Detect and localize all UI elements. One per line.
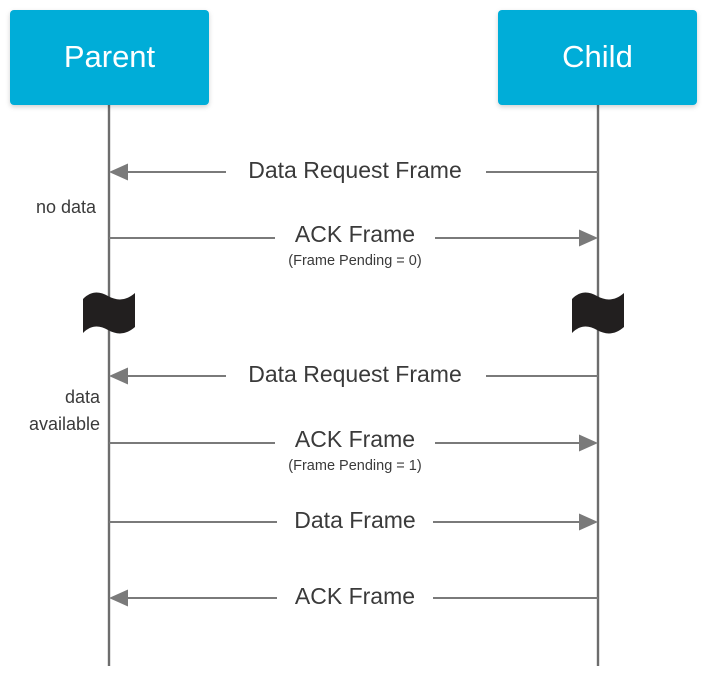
message-ack-frame-final[interactable]: ACK Frame [109, 583, 598, 609]
arrowhead-right-icon [579, 513, 598, 531]
note-data-available-line-1: data [65, 387, 101, 407]
break-symbol-child [572, 292, 624, 334]
note-no-data-line-1: no data [36, 197, 97, 217]
message-label: Data Frame [294, 507, 415, 533]
message-label: Data Request Frame [248, 361, 461, 387]
note-no-data: no data [36, 197, 97, 217]
message-label: ACK Frame [295, 426, 415, 452]
message-sublabel: (Frame Pending = 0) [288, 253, 421, 269]
arrowhead-left-icon [109, 589, 128, 607]
message-label: ACK Frame [295, 583, 415, 609]
actor-parent-box[interactable] [10, 10, 209, 105]
lifelines [107, 105, 600, 666]
break-symbol-parent [83, 292, 135, 334]
actor-child-label: Child [562, 39, 633, 74]
arrowhead-right-icon [579, 229, 598, 247]
arrowhead-left-icon [109, 367, 128, 385]
message-label: Data Request Frame [248, 157, 461, 183]
message-data-request-frame-2[interactable]: Data Request Frame [109, 361, 598, 387]
message-data-frame[interactable]: Data Frame [109, 507, 598, 533]
note-data-available: data available [29, 387, 101, 434]
arrowhead-right-icon [579, 434, 598, 452]
actor-parent-label: Parent [64, 39, 156, 74]
actor-parent[interactable]: Parent [10, 10, 209, 105]
message-label: ACK Frame [295, 221, 415, 247]
message-data-request-frame-1[interactable]: Data Request Frame [109, 157, 598, 183]
break-flag-icon [572, 292, 624, 334]
message-ack-frame-pending-1[interactable]: ACK Frame (Frame Pending = 1) [109, 426, 598, 474]
message-sublabel: (Frame Pending = 1) [288, 458, 421, 474]
message-ack-frame-pending-0[interactable]: ACK Frame (Frame Pending = 0) [109, 221, 598, 269]
break-flag-icon [83, 292, 135, 334]
arrowhead-left-icon [109, 163, 128, 181]
note-data-available-line-2: available [29, 414, 100, 434]
actor-child[interactable]: Child [498, 10, 697, 105]
actor-child-box[interactable] [498, 10, 697, 105]
